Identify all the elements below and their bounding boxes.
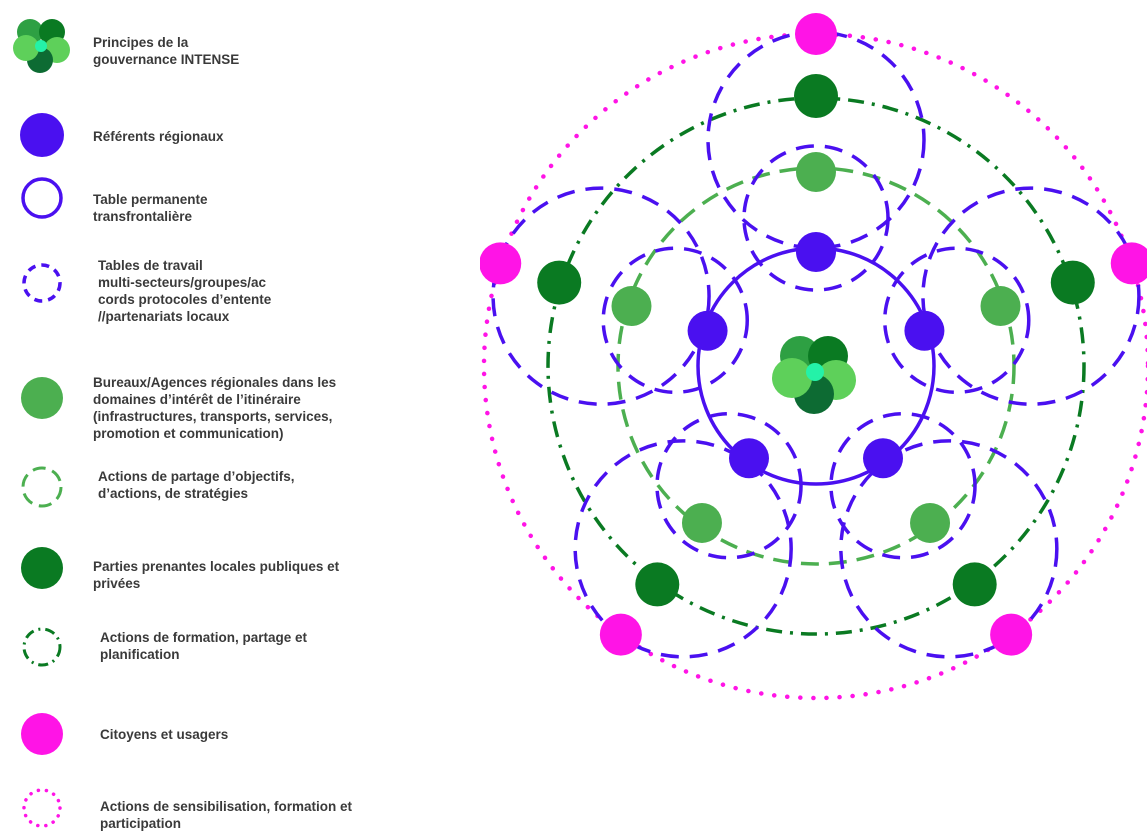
work-table-ring <box>706 30 926 250</box>
regional-office-node <box>980 286 1021 327</box>
work-table-ring <box>573 439 793 659</box>
legend-item-principles: Principes de la gouvernance INTENSE <box>0 0 440 90</box>
legend-item-training-actions: Actions de formation, partage et planifi… <box>0 615 440 675</box>
work-table-ring <box>655 411 803 560</box>
legend-label: Bureaux/Agences régionales dans les doma… <box>93 375 337 441</box>
work-table-ring <box>921 186 1141 406</box>
legend-label: Actions de formation, partage et planifi… <box>100 630 308 662</box>
local-stakeholder-node <box>952 562 997 607</box>
local-stakeholder-node <box>537 260 582 305</box>
legend-item-permanent-table: Table permanente transfrontalière <box>0 165 440 225</box>
work-table-ring <box>601 246 749 395</box>
legend-item-regional-referents: Référents régionaux <box>0 105 440 157</box>
dashed-light-green-circle-icon <box>21 466 63 508</box>
local-stakeholder-node <box>635 562 680 607</box>
work-table-ring <box>883 246 1031 395</box>
governance-diagram <box>480 13 1147 701</box>
regional-office-node <box>910 502 951 543</box>
filled-light-green-circle-icon <box>21 377 63 419</box>
regional-referent-node <box>728 438 769 479</box>
regional-office-node <box>611 286 652 327</box>
legend-item-sharing-actions: Actions de partage d’objectifs, d’action… <box>0 455 440 515</box>
regional-office-node <box>796 152 836 192</box>
legend-label: Citoyens et usagers <box>100 727 229 742</box>
regional-referent-node <box>796 232 836 272</box>
regional-referent-node <box>863 438 904 479</box>
citizen-node <box>480 242 522 285</box>
work-table-ring <box>491 186 711 406</box>
legend-item-awareness-actions: Actions de sensibilisation, formation et… <box>0 778 440 837</box>
citizen-node <box>599 613 642 656</box>
legend-label: Actions de sensibilisation, formation et… <box>100 799 353 831</box>
legend-item-local-stakeholders: Parties prenantes locales publiques et p… <box>0 538 440 598</box>
legend-item-citizens: Citoyens et usagers <box>0 705 440 765</box>
work-table-ring <box>839 439 1059 659</box>
legend: Principes de la gouvernance INTENSE Réfé… <box>0 0 440 837</box>
dashed-blue-circle-icon <box>22 263 62 303</box>
flower-cluster-icon <box>13 19 70 73</box>
outlined-blue-circle-icon <box>21 177 63 219</box>
legend-label: Tables de travail multi-secteurs/groupes… <box>98 258 272 324</box>
citizen-node <box>990 613 1033 656</box>
work-table-ring <box>829 411 977 560</box>
filled-blue-circle-icon <box>20 113 64 157</box>
filled-magenta-circle-icon <box>21 713 63 755</box>
legend-label: Actions de partage d’objectifs, d’action… <box>98 469 295 501</box>
local-stakeholder-node <box>794 74 838 118</box>
regional-office-node <box>681 502 722 543</box>
legend-item-regional-offices: Bureaux/Agences régionales dans les doma… <box>0 368 440 448</box>
regional-referent-node <box>904 310 945 351</box>
legend-label: Principes de la gouvernance INTENSE <box>93 35 240 67</box>
filled-dark-green-circle-icon <box>21 547 63 589</box>
dotted-magenta-circle-icon <box>22 788 62 828</box>
citizen-node <box>1110 242 1147 285</box>
local-stakeholder-node <box>1050 260 1095 305</box>
citizen-node <box>795 13 837 55</box>
legend-label: Parties prenantes locales publiques et p… <box>93 559 340 591</box>
legend-label: Table permanente transfrontalière <box>93 192 208 224</box>
nodes-layer <box>480 13 1147 656</box>
legend-label: Référents régionaux <box>93 129 224 144</box>
legend-item-work-tables: Tables de travail multi-secteurs/groupes… <box>0 250 440 340</box>
center-flower-icon <box>772 336 856 414</box>
work-table-ring <box>742 144 890 292</box>
dash-dot-dark-green-circle-icon <box>22 627 62 667</box>
regional-referent-node <box>687 310 728 351</box>
